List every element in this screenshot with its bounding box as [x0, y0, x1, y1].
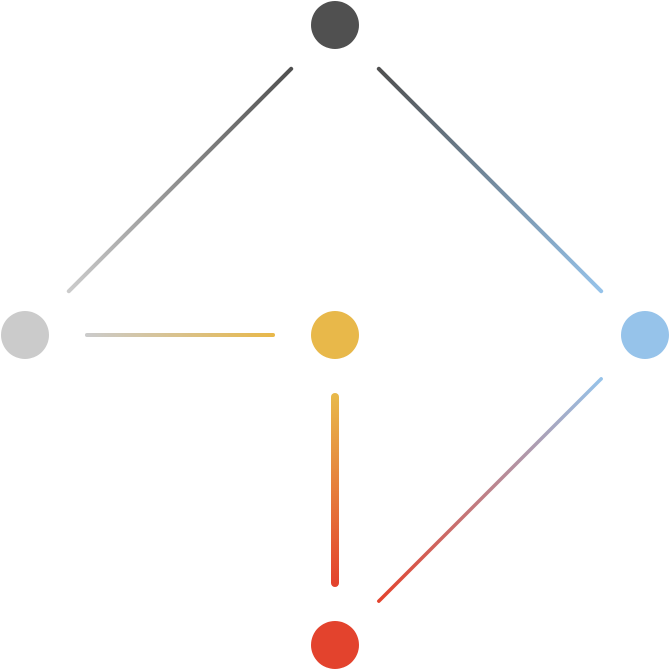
edges-layer	[66, 66, 604, 603]
edge-top-left	[66, 66, 294, 294]
node-left	[1, 311, 49, 359]
node-bottom	[311, 621, 359, 669]
edge-right-bottom	[377, 377, 603, 603]
edge-top-right	[376, 66, 604, 294]
node-right	[621, 311, 669, 359]
node-top	[311, 1, 359, 49]
node-center	[311, 311, 359, 359]
